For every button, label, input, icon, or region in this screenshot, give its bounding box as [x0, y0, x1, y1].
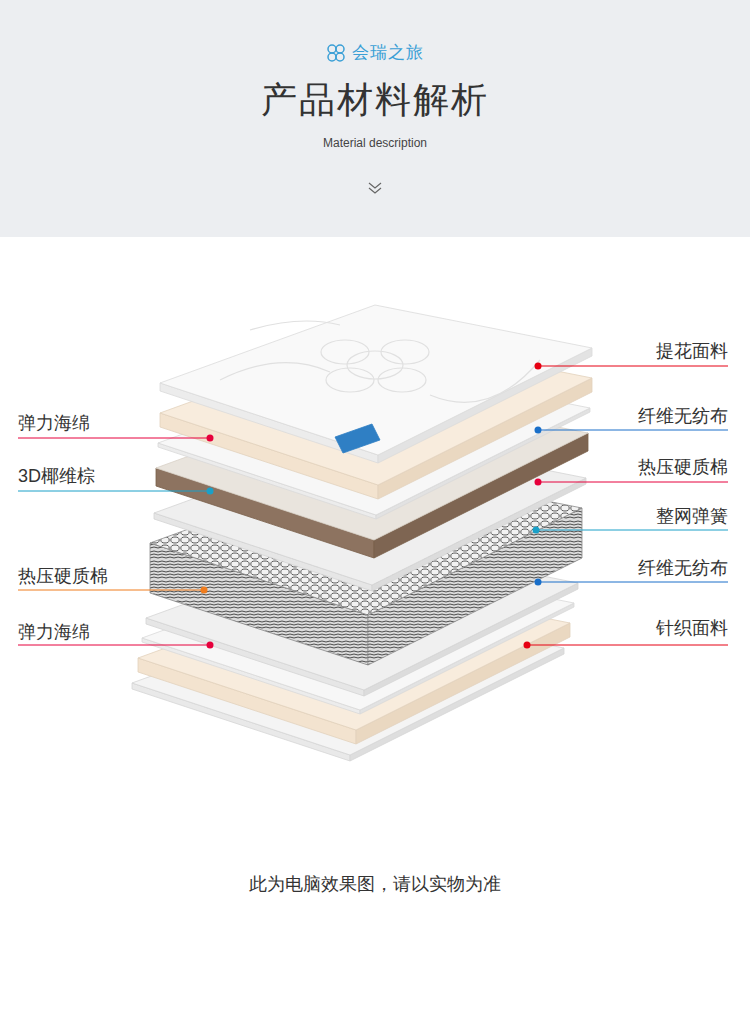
brand-row: 会瑞之旅 — [0, 40, 750, 66]
chevron-icon — [369, 183, 381, 193]
caption: 此为电脑效果图，请以实物为准 — [0, 872, 750, 896]
material-label: 纤维无纺布 — [638, 404, 728, 428]
material-label: 纤维无纺布 — [638, 556, 728, 580]
material-label: 弹力海绵 — [18, 411, 90, 435]
brand-tag — [335, 424, 380, 453]
material-label: 针织面料 — [656, 616, 728, 640]
material-label: 提花面料 — [656, 339, 728, 363]
material-label: 热压硬质棉 — [638, 455, 728, 479]
material-label: 弹力海绵 — [18, 620, 90, 644]
leader-lines — [18, 363, 728, 649]
material-label: 整网弹簧 — [656, 504, 728, 528]
subtitle: Material description — [0, 135, 750, 151]
brand-name: 会瑞之旅 — [352, 41, 424, 65]
jacquard-top-layer — [160, 305, 592, 463]
material-label: 3D椰维棕 — [18, 464, 95, 488]
page-title: 产品材料解析 — [0, 76, 750, 124]
material-label: 热压硬质棉 — [18, 564, 108, 588]
brand-logo — [326, 43, 346, 63]
